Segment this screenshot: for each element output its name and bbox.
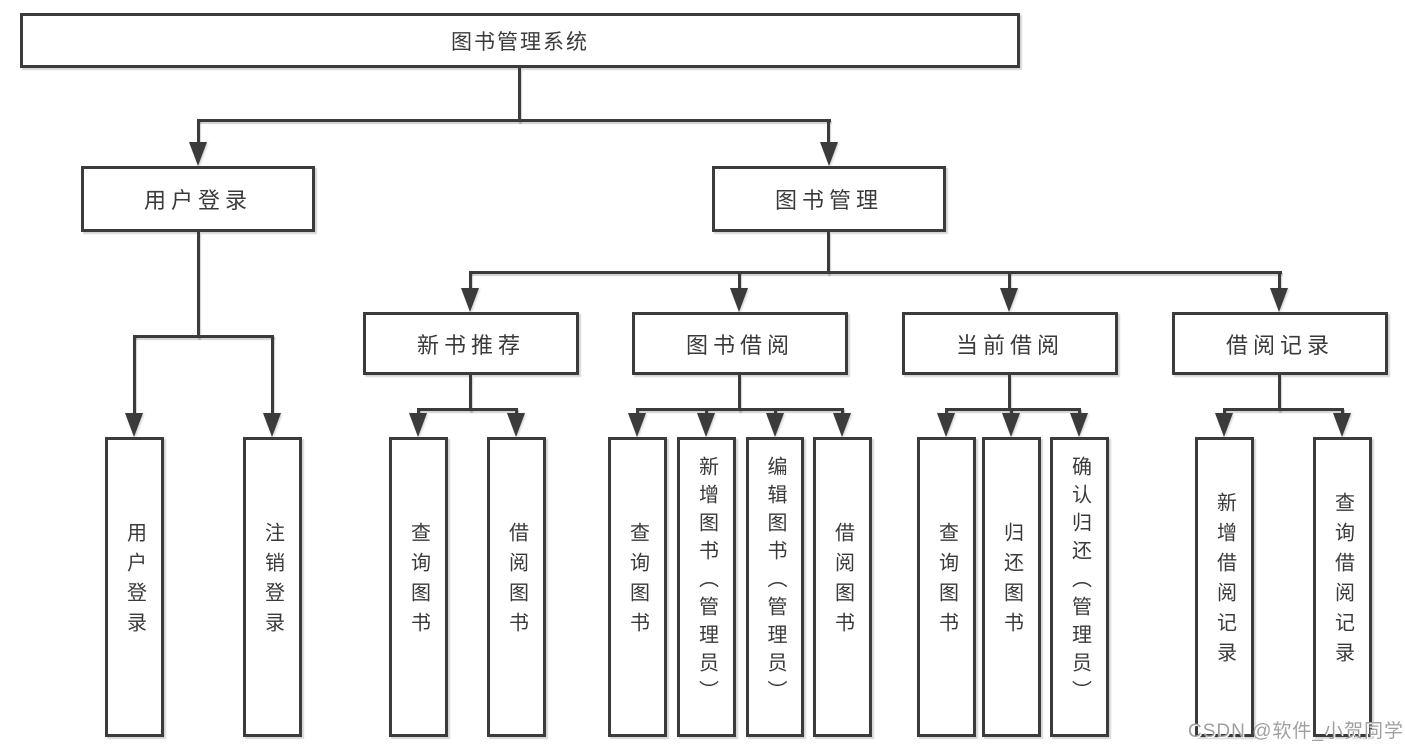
node-label: 归还图书: [1000, 522, 1023, 642]
node-label: 借阅记录: [1225, 332, 1334, 358]
node-bb-borrow-books: 借阅图书: [813, 437, 872, 737]
arrow-user-login: [189, 142, 207, 166]
node-bb-add-books-admin: 新增图书（管理员）: [677, 437, 736, 737]
node-label: 当前借阅: [955, 332, 1064, 358]
connector-drop-bb-edit: [774, 408, 777, 416]
connector-current-borrow-bar: [945, 408, 1081, 411]
node-cb-confirm-return-admin: 确认归还（管理员）: [1050, 437, 1109, 737]
arrow-new-books: [461, 288, 479, 312]
node-label: 图书管理系统: [451, 30, 589, 54]
node-label: 借阅图书: [505, 522, 528, 642]
node-book-borrowing: 图书借阅: [632, 312, 848, 375]
node-label: 新增图书（管理员）: [695, 456, 718, 708]
arrow-book-management: [820, 142, 838, 166]
connector-drop-login-action: [133, 335, 136, 416]
arrow-bb-edit: [766, 413, 784, 437]
arrow-cb-query: [937, 413, 955, 437]
arrow-nb-borrow: [507, 413, 525, 437]
node-label: 用户登录: [143, 188, 252, 213]
node-current-borrowing: 当前借阅: [902, 312, 1118, 375]
node-nb-borrow-books: 借阅图书: [487, 437, 546, 737]
connector-drop-cb-query: [945, 408, 948, 416]
node-label: 编辑图书（管理员）: [764, 456, 786, 708]
arrow-borrowing-records: [1270, 288, 1288, 312]
connector-root-stem: [518, 68, 521, 122]
connector-book-borrow-stem: [738, 375, 741, 411]
node-label: 新增借阅记录: [1213, 492, 1236, 672]
node-label: 查询借阅记录: [1331, 492, 1354, 672]
node-label: 查询图书: [407, 522, 430, 642]
connector-drop-book-borrowing: [738, 271, 741, 291]
connector-drop-user-login: [197, 119, 200, 145]
connector-user-login-bar: [133, 335, 274, 338]
arrow-bb-add: [697, 413, 715, 437]
node-br-query-record: 查询借阅记录: [1313, 437, 1372, 737]
connector-drop-bb-query: [636, 408, 639, 416]
connector-book-mgmt-bar: [469, 271, 1282, 274]
csdn-watermark: CSDN @软件_小贺同学: [1188, 721, 1404, 742]
node-label: 查询图书: [935, 522, 958, 642]
connector-user-login-stem: [197, 232, 200, 338]
connector-drop-cb-return: [1010, 408, 1013, 416]
arrow-nb-query: [409, 413, 427, 437]
connector-records-stem: [1278, 375, 1281, 411]
arrow-logout: [263, 413, 281, 437]
node-new-book-recommend: 新书推荐: [363, 312, 579, 375]
node-label: 注销登录: [261, 522, 284, 642]
node-label: 查询图书: [626, 522, 649, 642]
connector-book-mgmt-stem: [827, 232, 830, 274]
node-book-management: 图书管理: [712, 166, 946, 232]
node-label: 图书管理: [774, 188, 883, 213]
connector-drop-nb-borrow: [515, 408, 518, 416]
node-cb-return-books: 归还图书: [982, 437, 1041, 737]
connector-drop-book-management: [827, 119, 830, 145]
node-label: 用户登录: [123, 522, 146, 642]
connector-new-books-bar: [417, 408, 518, 411]
node-user-login: 用户登录: [81, 166, 315, 232]
node-logout: 注销登录: [243, 437, 302, 737]
arrow-bb-borrow: [833, 413, 851, 437]
node-library-management-system: 图书管理系统: [20, 13, 1020, 68]
node-label: 确认归还（管理员）: [1068, 456, 1091, 708]
arrow-current-borrowing: [1000, 288, 1018, 312]
arrow-login-action: [125, 413, 143, 437]
arrow-cb-return: [1002, 413, 1020, 437]
node-nb-query-books: 查询图书: [389, 437, 448, 737]
arrow-cb-confirm: [1070, 413, 1088, 437]
arrow-bb-query: [628, 413, 646, 437]
node-cb-query-books: 查询图书: [917, 437, 976, 737]
connector-drop-logout: [271, 335, 274, 416]
connector-drop-borrowing-records: [1278, 271, 1281, 291]
arrow-br-add: [1215, 413, 1233, 437]
connector-drop-br-add: [1223, 408, 1226, 416]
connector-book-borrow-bar: [636, 408, 844, 411]
connector-new-books-stem: [469, 375, 472, 411]
connector-drop-new-books: [469, 271, 472, 291]
node-label: 借阅图书: [831, 522, 854, 642]
node-br-add-record: 新增借阅记录: [1195, 437, 1254, 737]
node-borrowing-records: 借阅记录: [1172, 312, 1388, 375]
connector-drop-nb-query: [417, 408, 420, 416]
connector-drop-cb-confirm: [1078, 408, 1081, 416]
connector-drop-bb-borrow: [841, 408, 844, 416]
arrow-br-query: [1333, 413, 1351, 437]
connector-records-bar: [1223, 408, 1344, 411]
connector-root-bar: [197, 119, 831, 122]
connector-drop-current-borrowing: [1008, 271, 1011, 291]
node-label: 图书借阅: [685, 332, 794, 358]
connector-drop-br-query: [1341, 408, 1344, 416]
node-bb-edit-books-admin: 编辑图书（管理员）: [746, 437, 804, 737]
node-user-login-action: 用户登录: [105, 437, 164, 737]
node-bb-query-books: 查询图书: [608, 437, 667, 737]
connector-drop-bb-add: [705, 408, 708, 416]
node-label: 新书推荐: [416, 332, 525, 358]
connector-current-borrow-stem: [1008, 375, 1011, 411]
arrow-book-borrowing: [730, 288, 748, 312]
